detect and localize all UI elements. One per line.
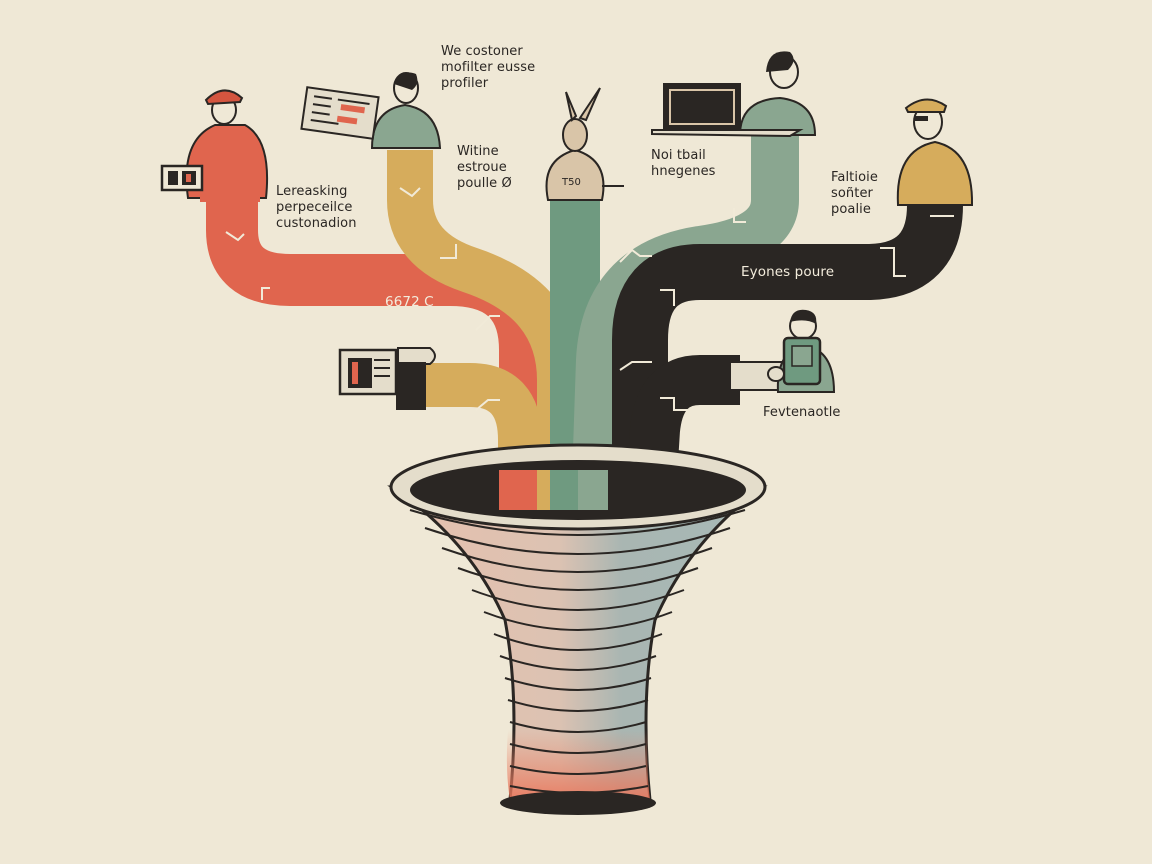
label-mid-right: Noi tbail hnegenes [651, 148, 716, 179]
camera-icon [160, 164, 204, 192]
person-document [300, 72, 442, 149]
label-black-stream: Eyones poure [741, 264, 835, 280]
person-tablet [729, 309, 836, 393]
label-left-person: Lereasking perpeceilce custonadion [276, 184, 357, 231]
tablet-icon [782, 336, 822, 386]
funnel [387, 443, 768, 815]
person-sunglasses [896, 98, 974, 217]
hand-monitor [338, 347, 436, 410]
person-rabbit: T50 [545, 87, 624, 201]
mustard-branch [410, 363, 542, 510]
label-mid-left: Witine estroue poulle Ø [457, 144, 512, 191]
label-right-person: Faltioie soñter poalie [831, 170, 878, 217]
black-branch [625, 355, 740, 512]
person-laptop [651, 51, 817, 138]
black-stream [612, 203, 963, 510]
document-icon [300, 86, 380, 140]
label-lower-right: Fevtenaotle [763, 405, 841, 420]
label-red-stream: 6672 C [385, 294, 434, 310]
label-top-center: We costoner mofilter eusse profiler [441, 44, 536, 91]
shirt-mark: T50 [561, 177, 581, 188]
stream-marks [225, 187, 906, 411]
laptop-icon [651, 83, 804, 138]
person-left-hat [160, 89, 269, 202]
monitor-icon [338, 348, 398, 396]
